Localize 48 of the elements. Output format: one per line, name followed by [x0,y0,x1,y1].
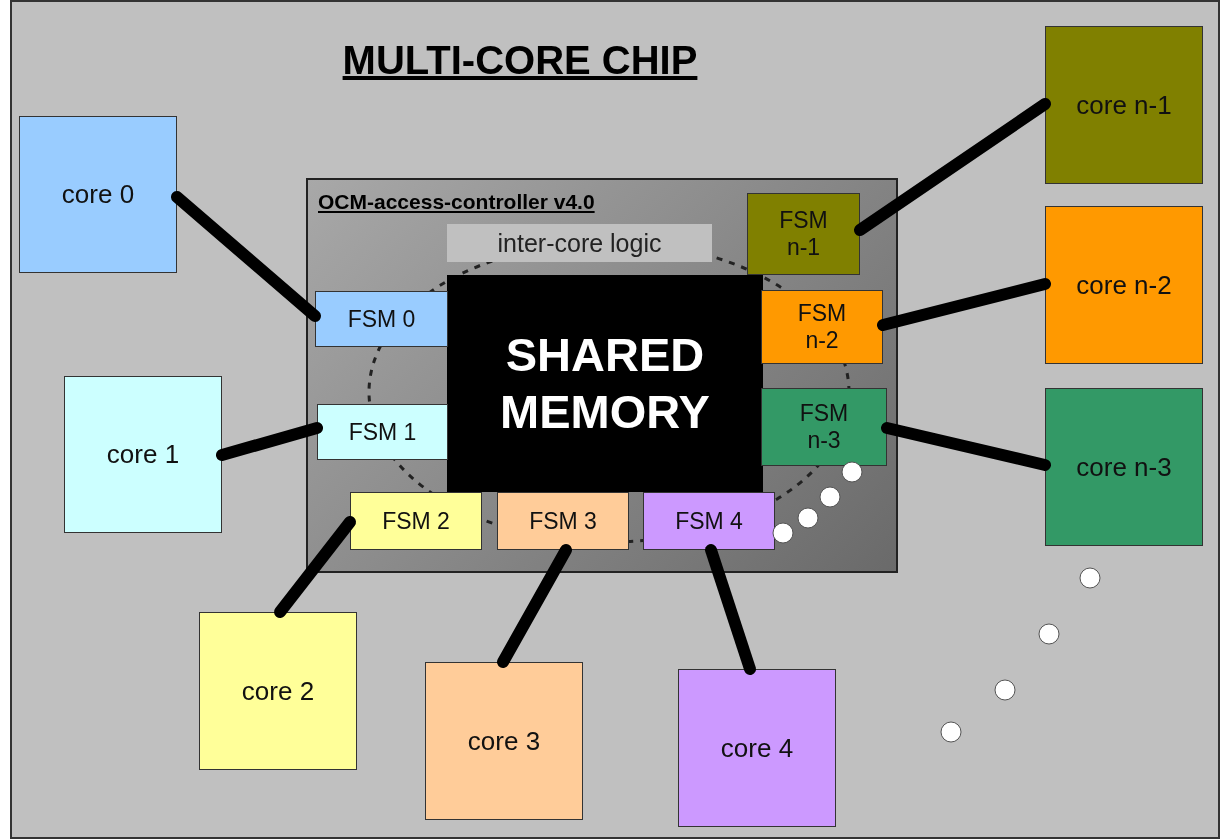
fsm-label: FSM n-1 [778,207,829,261]
connector-line [274,516,356,618]
core-label: core n-3 [1076,451,1172,483]
controller-title: OCM-access-controller v4.0 [318,190,595,214]
core-box [1045,388,1203,546]
logic-label: inter-core logic [497,228,662,258]
fsm-label: FSM n-3 [798,400,850,454]
connector-line [216,422,323,461]
chip-board [10,0,1220,839]
chip-title: MULTI-CORE CHIP [342,38,698,83]
core-box [19,116,177,273]
connector-line [854,98,1051,236]
fsm-box [747,193,860,275]
logic-bar [447,224,712,262]
fsm-box [761,290,883,364]
fsm-label: FSM 2 [382,507,450,535]
fsm-label: FSM n-2 [796,300,848,354]
memory-label: SHARED MEMORY [499,327,711,440]
core-box [1045,206,1203,364]
core-box [678,669,836,827]
core-label: core 4 [720,732,794,764]
fsm-label: FSM 1 [348,418,417,446]
fsm-label: FSM 3 [529,507,597,535]
connector-line [171,191,321,322]
core-label: core 2 [241,675,315,707]
core-label: core n-2 [1076,269,1172,301]
core-label: core n-1 [1076,89,1172,121]
fsm-box [643,492,775,550]
core-box [425,662,583,820]
connector-line [877,278,1051,331]
memory-block [447,275,763,492]
connector-line [497,544,572,668]
fsm-box [761,388,887,466]
core-label: core 0 [61,179,135,210]
fsm-label: FSM 4 [675,507,743,535]
core-box [64,376,222,533]
fsm-box [317,404,448,460]
fsm-box [497,492,629,550]
connector-line [705,544,756,675]
fsm-box [350,492,482,550]
core-box [199,612,357,770]
fsm-box [315,291,448,347]
core-box [1045,26,1203,184]
fsm-label: FSM 0 [347,305,416,333]
connector-line [881,422,1051,471]
core-label: core 3 [467,725,541,757]
core-label: core 1 [106,439,180,470]
controller-block [306,178,898,573]
